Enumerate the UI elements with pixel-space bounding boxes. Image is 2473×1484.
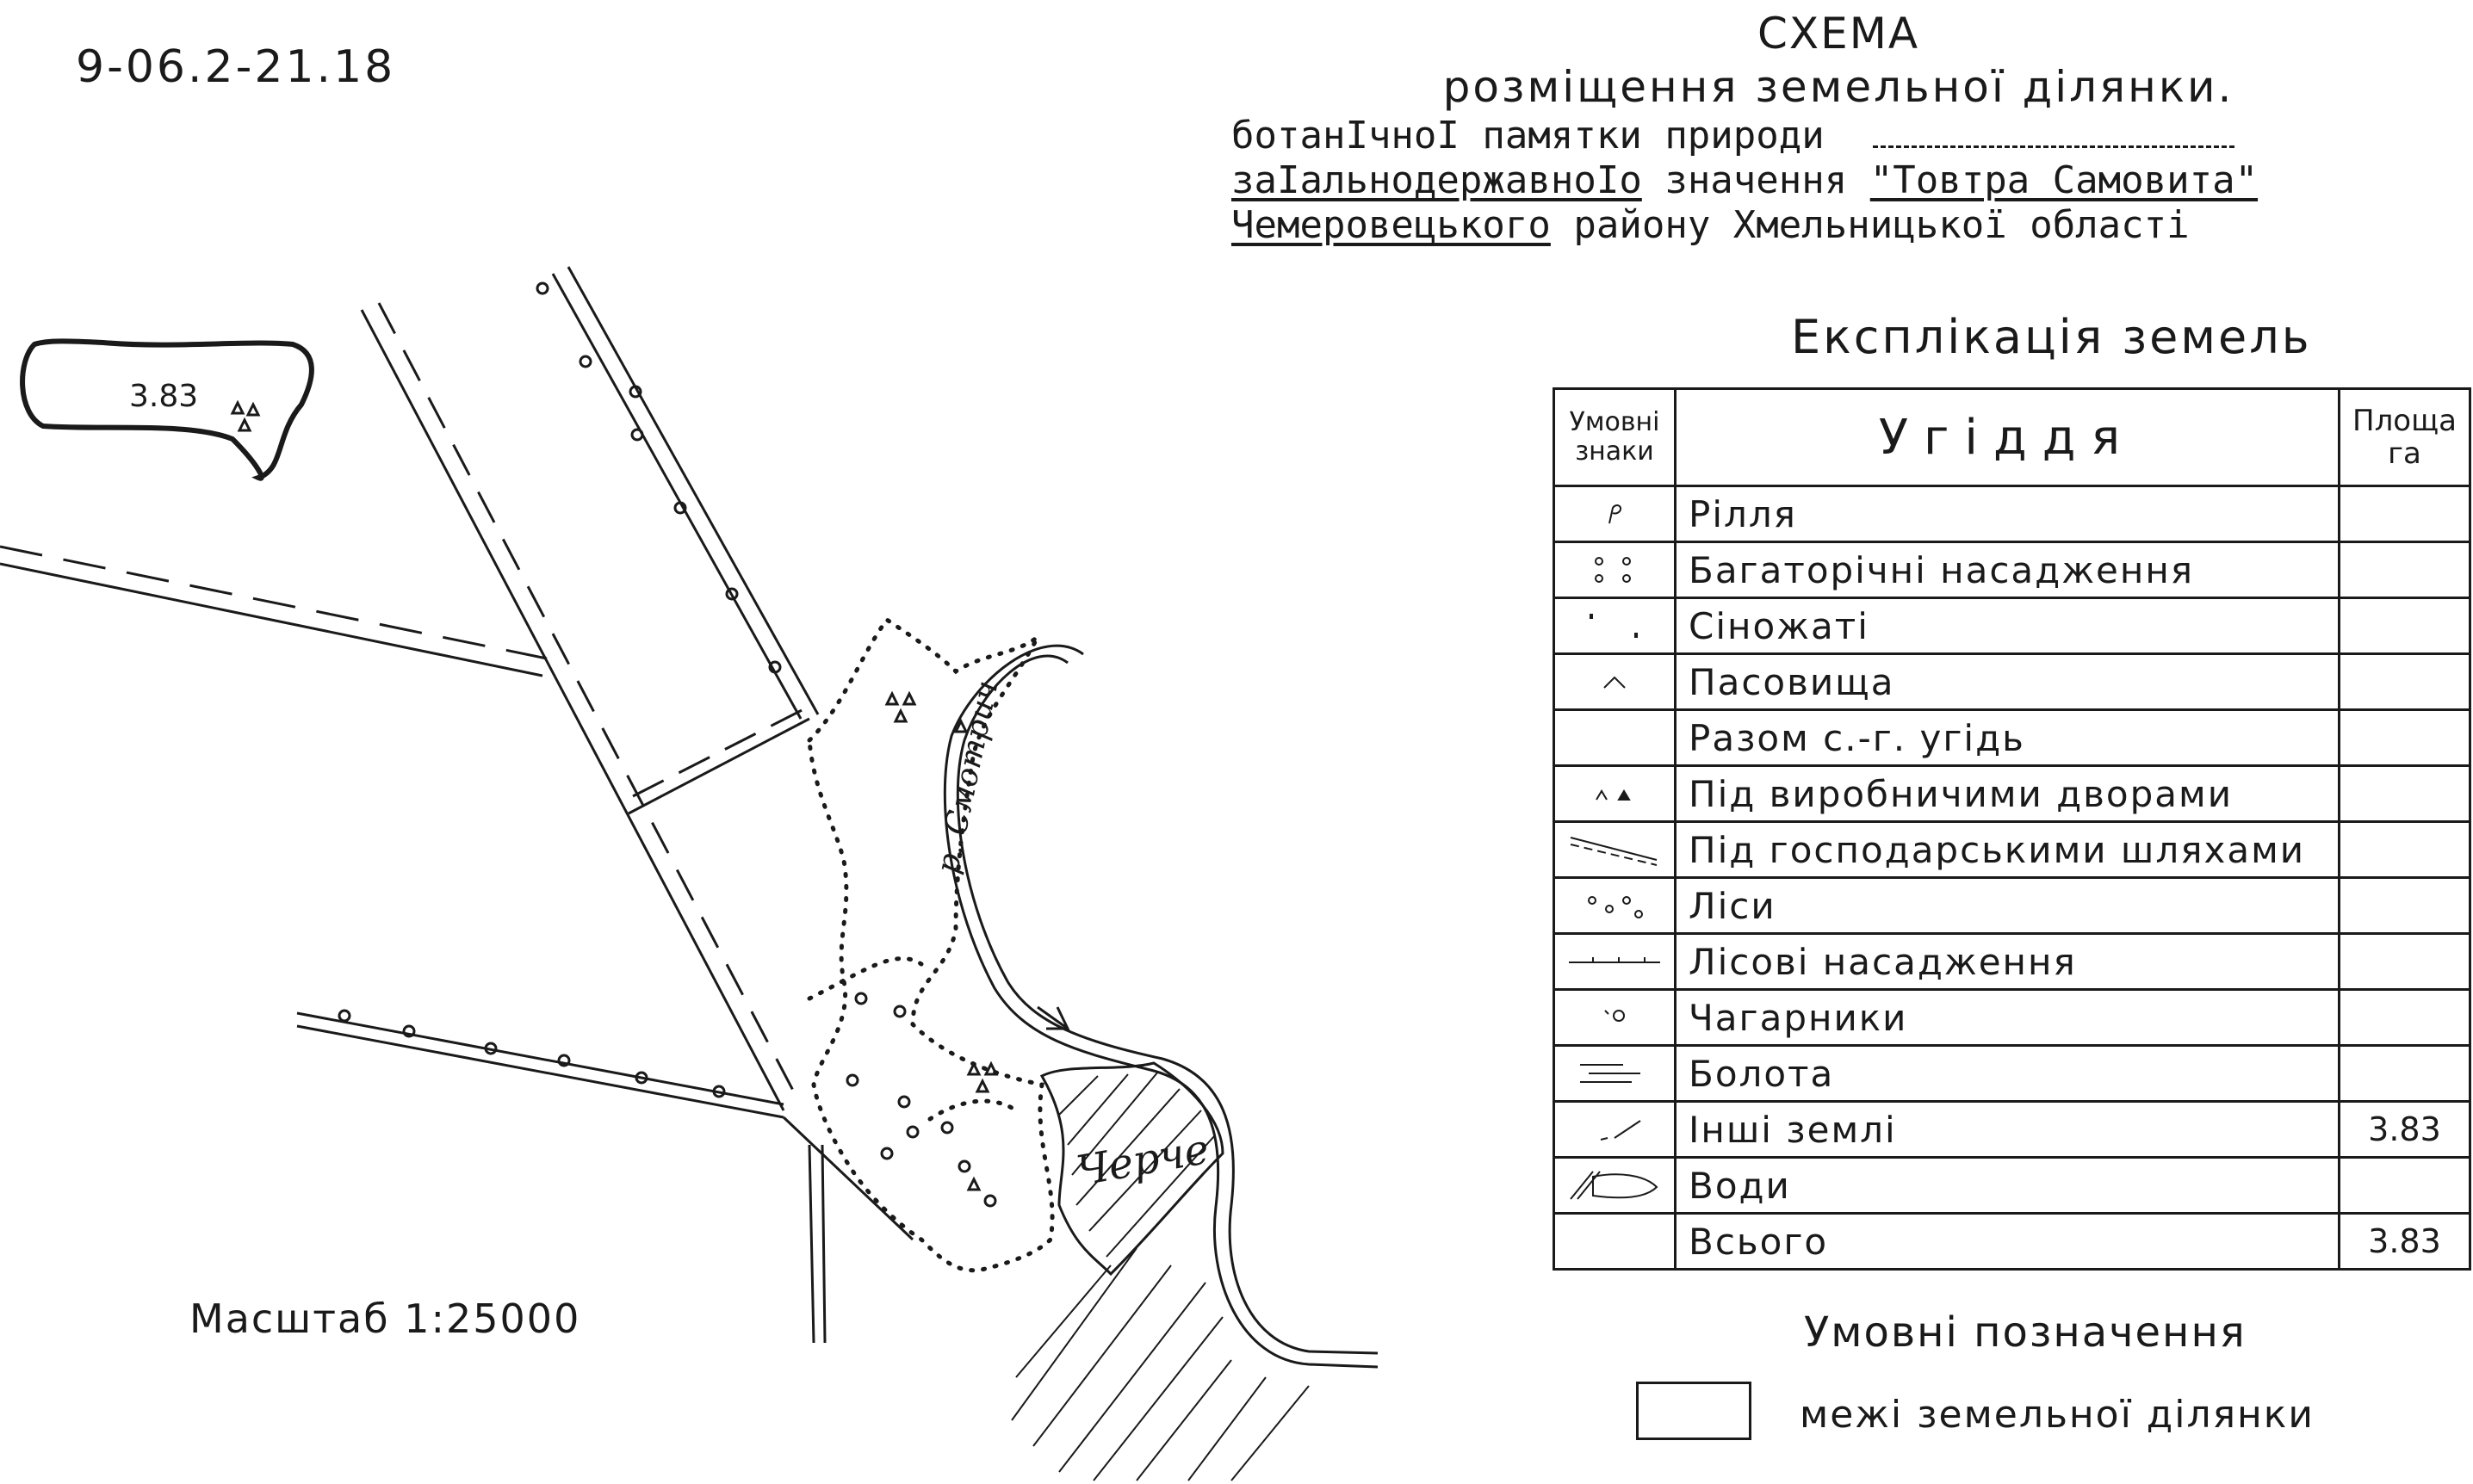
land-type-cell: Води: [1674, 1156, 2340, 1215]
table-row: Чагарники: [1553, 988, 2471, 1047]
shrub-symbol: [1553, 988, 1677, 1047]
land-type-cell: Разом с.-г. угідь: [1674, 708, 2340, 767]
connector-road: [628, 717, 810, 815]
column-header-land-type: Угiддя: [1674, 387, 2340, 487]
table-row: Разом с.-г. угідь: [1553, 708, 2471, 767]
area-cell: [2338, 764, 2471, 823]
land-type-cell: Чагарники: [1674, 988, 2340, 1047]
legend-boundary-swatch: [1636, 1382, 1751, 1440]
legend-boundary-label: межі земельної ділянки: [1800, 1393, 2315, 1437]
land-type-cell: Ліси: [1674, 876, 2340, 935]
title-line-3-b: району Хмельницької: [1573, 203, 2007, 247]
river: [956, 654, 1379, 1355]
swamp-symbol: [1553, 1044, 1677, 1103]
title-line-2-c: "Товтра Самовита": [1869, 158, 2259, 202]
inset-area-label: 3.83: [129, 379, 199, 414]
blank-line: [1873, 145, 2235, 148]
empty-symbol-cell: [1553, 1212, 1677, 1271]
road-symbol: [1553, 820, 1677, 879]
table-row: Води: [1553, 1156, 2471, 1215]
area-cell: 3.83: [2338, 1100, 2471, 1159]
land-type-cell: Під господарськими шляхами: [1674, 820, 2340, 879]
area-cell: [2338, 988, 2471, 1047]
title-line-3-c: області: [2030, 203, 2190, 247]
pasture-symbol: [1553, 652, 1677, 711]
land-type-cell: Всього: [1674, 1212, 2340, 1271]
empty-symbol-cell: [1553, 708, 1677, 767]
upper-road: [567, 266, 820, 715]
orchard-symbol: [1553, 541, 1677, 599]
forest-strip-symbol: [1553, 932, 1677, 991]
table-row: Болота: [1553, 1044, 2471, 1103]
village-hatching: [1011, 1071, 1310, 1481]
other-land-marks: [230, 399, 999, 1191]
land-type-cell: Болота: [1674, 1044, 2340, 1103]
table-row: Багаторічні насадження: [1553, 541, 2471, 599]
village-outline: [1039, 1061, 1224, 1277]
left-dashed-road: [0, 562, 543, 677]
area-cell: [2338, 708, 2471, 767]
area-cell: [2338, 1044, 2471, 1103]
title-block: СХЕМА розміщення земельної ділянки. бота…: [1206, 7, 2471, 248]
column-header-symbols: Умовні знаки: [1553, 387, 1677, 487]
table-row: Пасовища: [1553, 652, 2471, 711]
land-type-cell: Рілля: [1674, 485, 2340, 543]
legend-title: Умовні позначення: [1804, 1308, 2247, 1357]
land-type-cell: Сіножаті: [1674, 597, 2340, 655]
forest-symbol: [1553, 876, 1677, 935]
table-row: Лісові насадження: [1553, 932, 2471, 991]
area-cell: [2338, 876, 2471, 935]
water-symbol: [1553, 1156, 1677, 1215]
area-cell: [2338, 597, 2471, 655]
access-road: [782, 1116, 914, 1241]
table-row: Рілля: [1553, 485, 2471, 543]
other-land-symbol: [1553, 1100, 1677, 1159]
title-line-2-b: значення: [1664, 158, 1848, 202]
area-cell: [2338, 485, 2471, 543]
scheme-title: СХЕМА: [1757, 9, 1920, 59]
area-cell: [2338, 1156, 2471, 1215]
title-line-3: Чемеровецького району Хмельницької облас…: [1206, 203, 2471, 248]
vertical-road: [808, 1144, 815, 1344]
area-cell: [2338, 932, 2471, 991]
area-cell: [2338, 541, 2471, 599]
plot-dotted-boundary: [807, 616, 1055, 1273]
table-row: Сіножаті: [1553, 597, 2471, 655]
title-line-1: ботанІчноІ памятки природи: [1206, 114, 2471, 158]
title-line-2: заІальнодержавноІо значення "Товтра Само…: [1206, 158, 2471, 203]
table-row: Ліси: [1553, 876, 2471, 935]
table-header-row: Умовні знаки Угiддя Площа га: [1553, 387, 2471, 487]
inset-plot-outline: [20, 338, 314, 481]
scheme-subtitle: розміщення земельної ділянки.: [1442, 62, 2234, 112]
farmyard-symbol: [1553, 764, 1677, 823]
tree-symbols: [338, 281, 997, 1208]
area-cell: [2338, 652, 2471, 711]
land-type-cell: Інші землі: [1674, 1100, 2340, 1159]
document-code: 9-06.2-21.18: [76, 41, 396, 93]
land-type-cell: Лісові насадження: [1674, 932, 2340, 991]
area-cell: 3.83: [2338, 1212, 2471, 1271]
explication-title: Експлікація земель: [1791, 310, 2312, 364]
hayfield-symbol: [1553, 597, 1677, 655]
land-type-cell: Багаторічні насадження: [1674, 541, 2340, 599]
title-line-3-a: Чемеровецького: [1231, 203, 1551, 247]
table-row: Під господарськими шляхами: [1553, 820, 2471, 879]
lower-road: [296, 1024, 784, 1119]
title-line-2-a: заІальнодержавноІо: [1231, 158, 1642, 202]
table-row: Під виробничими дворами: [1553, 764, 2471, 823]
land-type-cell: Під виробничими дворами: [1674, 764, 2340, 823]
diagonal-road: [360, 309, 785, 1111]
area-cell: [2338, 820, 2471, 879]
title-line-1-text: ботанІчноІ памятки природи: [1231, 114, 1825, 158]
map-scale: Масштаб 1:25000: [189, 1295, 581, 1342]
column-header-area: Площа га: [2338, 387, 2471, 487]
ploughland-symbol: [1553, 485, 1677, 543]
land-type-cell: Пасовища: [1674, 652, 2340, 711]
